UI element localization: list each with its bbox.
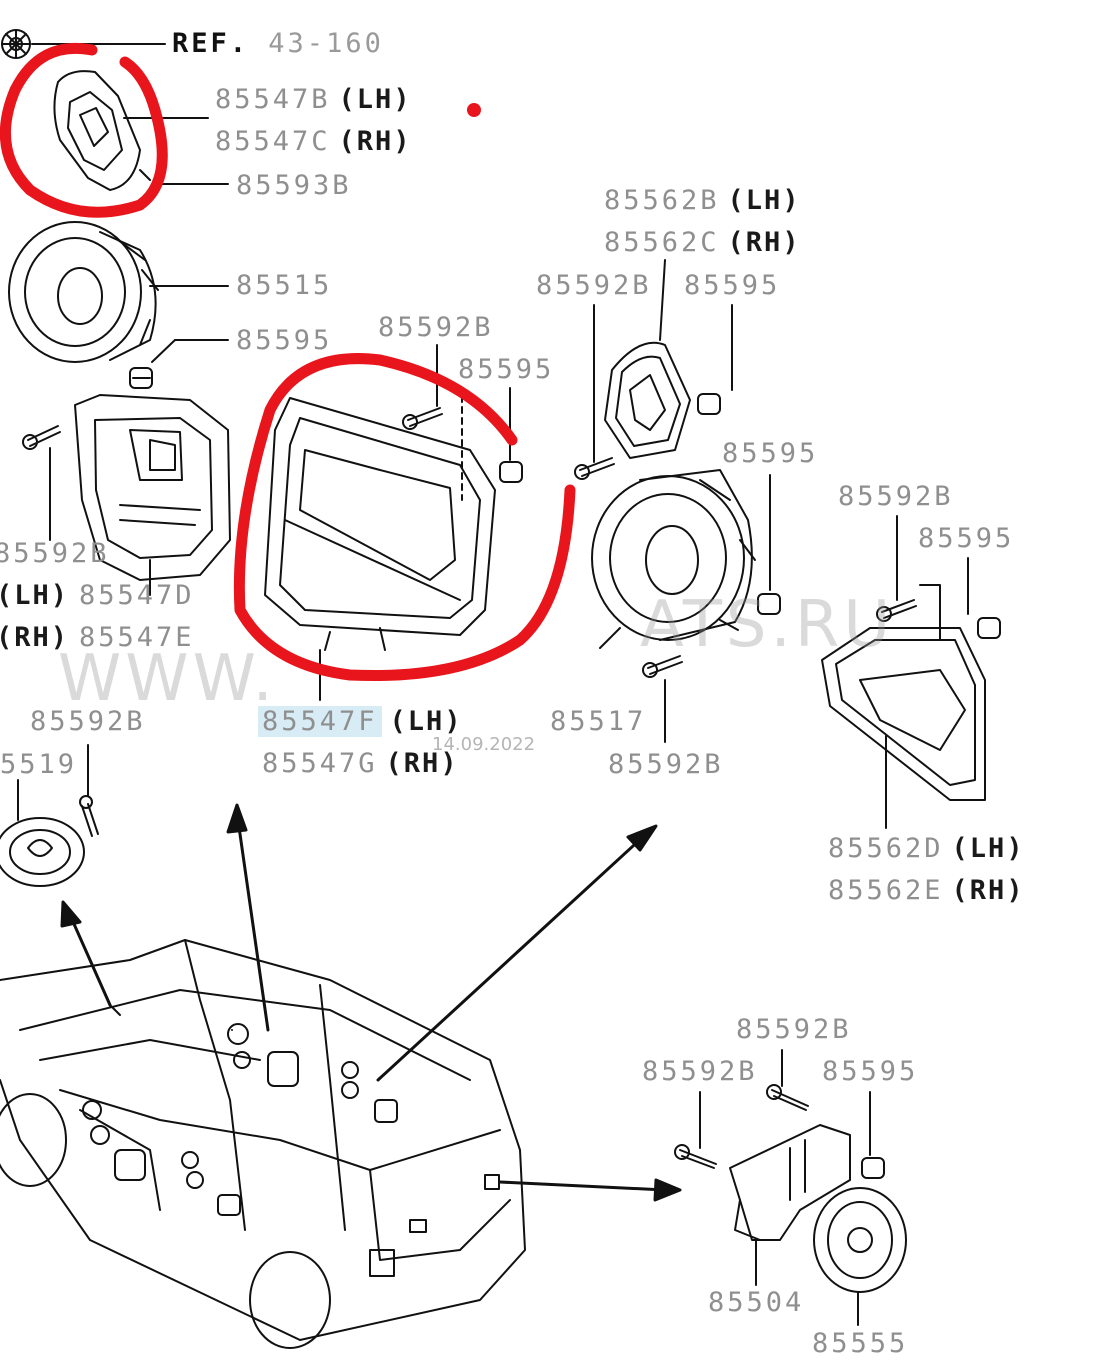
label-85595-f: 85595	[822, 1056, 919, 1087]
clip-85595-a	[129, 367, 153, 389]
screw-85592B-g	[766, 1084, 809, 1111]
speaker-85515-part	[8, 221, 159, 363]
screw-85592B-f	[642, 655, 683, 678]
label-85504: 85504	[708, 1287, 805, 1318]
label-85547C: 85547C(RH)	[215, 126, 412, 157]
screw-85592B-c	[876, 599, 917, 622]
cover-85562B-part	[604, 341, 691, 459]
vehicle-outline	[0, 939, 526, 1349]
red-markup	[0, 42, 576, 682]
label-85592B-e: 85592B	[30, 706, 146, 737]
label-85592B-c: 85592B	[838, 481, 954, 512]
label-85519: 5519	[0, 749, 78, 780]
label-85547B: 85547B(LH)	[215, 84, 412, 115]
rear-speaker-bracket-part	[53, 70, 151, 191]
label-85595-d: 85595	[722, 438, 819, 469]
watermark-left: WWW.	[58, 642, 277, 716]
cover-85562D-part	[821, 584, 986, 801]
label-85555: 85555	[812, 1328, 909, 1359]
label-85595-e: 85595	[918, 523, 1015, 554]
bracket-85504-part	[729, 1124, 851, 1241]
label-85595-c: 85595	[684, 270, 781, 301]
label-85562D: 85562D(LH)	[828, 833, 1025, 864]
label-85547E: (RH)85547E	[0, 622, 195, 653]
tweeter-85519-part	[0, 817, 85, 887]
label-85595-a: 85595	[236, 325, 333, 356]
label-85562E: 85562E(RH)	[828, 875, 1025, 906]
label-85517: 85517	[550, 706, 647, 737]
label-85593B: 85593B	[236, 170, 352, 201]
screw-85592B-b	[574, 457, 615, 480]
label-85592B-g: 85592B	[736, 1014, 852, 1045]
location-arrows	[60, 803, 682, 1202]
label-85592B-f: 85592B	[608, 749, 724, 780]
clip-85595-c	[697, 393, 721, 415]
clip-85595-d	[757, 593, 781, 615]
screw-85592B-e	[79, 795, 99, 837]
label-85562C: 85562C(RH)	[604, 227, 801, 258]
clip-85595-e	[977, 617, 1001, 639]
label-85592B-d: 85592B	[0, 538, 110, 569]
label-85562B: 85562B(LH)	[604, 185, 801, 216]
label-85515: 85515	[236, 270, 333, 301]
label-85592B-h: 85592B	[642, 1056, 758, 1087]
clip-85595-b	[499, 461, 523, 483]
ref-label: REF. 43-160	[172, 28, 384, 59]
watermark-right: ATS.RU	[640, 588, 895, 662]
label-85592B-b: 85592B	[536, 270, 652, 301]
label-85595-b: 85595	[458, 354, 555, 385]
ref-gear-icon	[1, 29, 31, 59]
horn-85555-part	[813, 1187, 907, 1293]
bracket-85547D-part	[74, 394, 231, 581]
label-85547G: 85547G(RH)	[262, 748, 459, 779]
date-stamp: 14.09.2022	[432, 734, 536, 755]
screw-mid	[402, 407, 443, 430]
label-85547D: (LH)85547D	[0, 580, 195, 611]
speaker-85517-part	[591, 469, 756, 641]
screw-85592B-h	[674, 1144, 717, 1169]
bracket-85547F-part	[264, 397, 496, 651]
clip-85595-f	[861, 1157, 885, 1179]
label-85592B-a: 85592B	[378, 312, 494, 343]
label-85547F: 85547F(LH)	[258, 706, 463, 738]
screw-left	[22, 425, 61, 450]
